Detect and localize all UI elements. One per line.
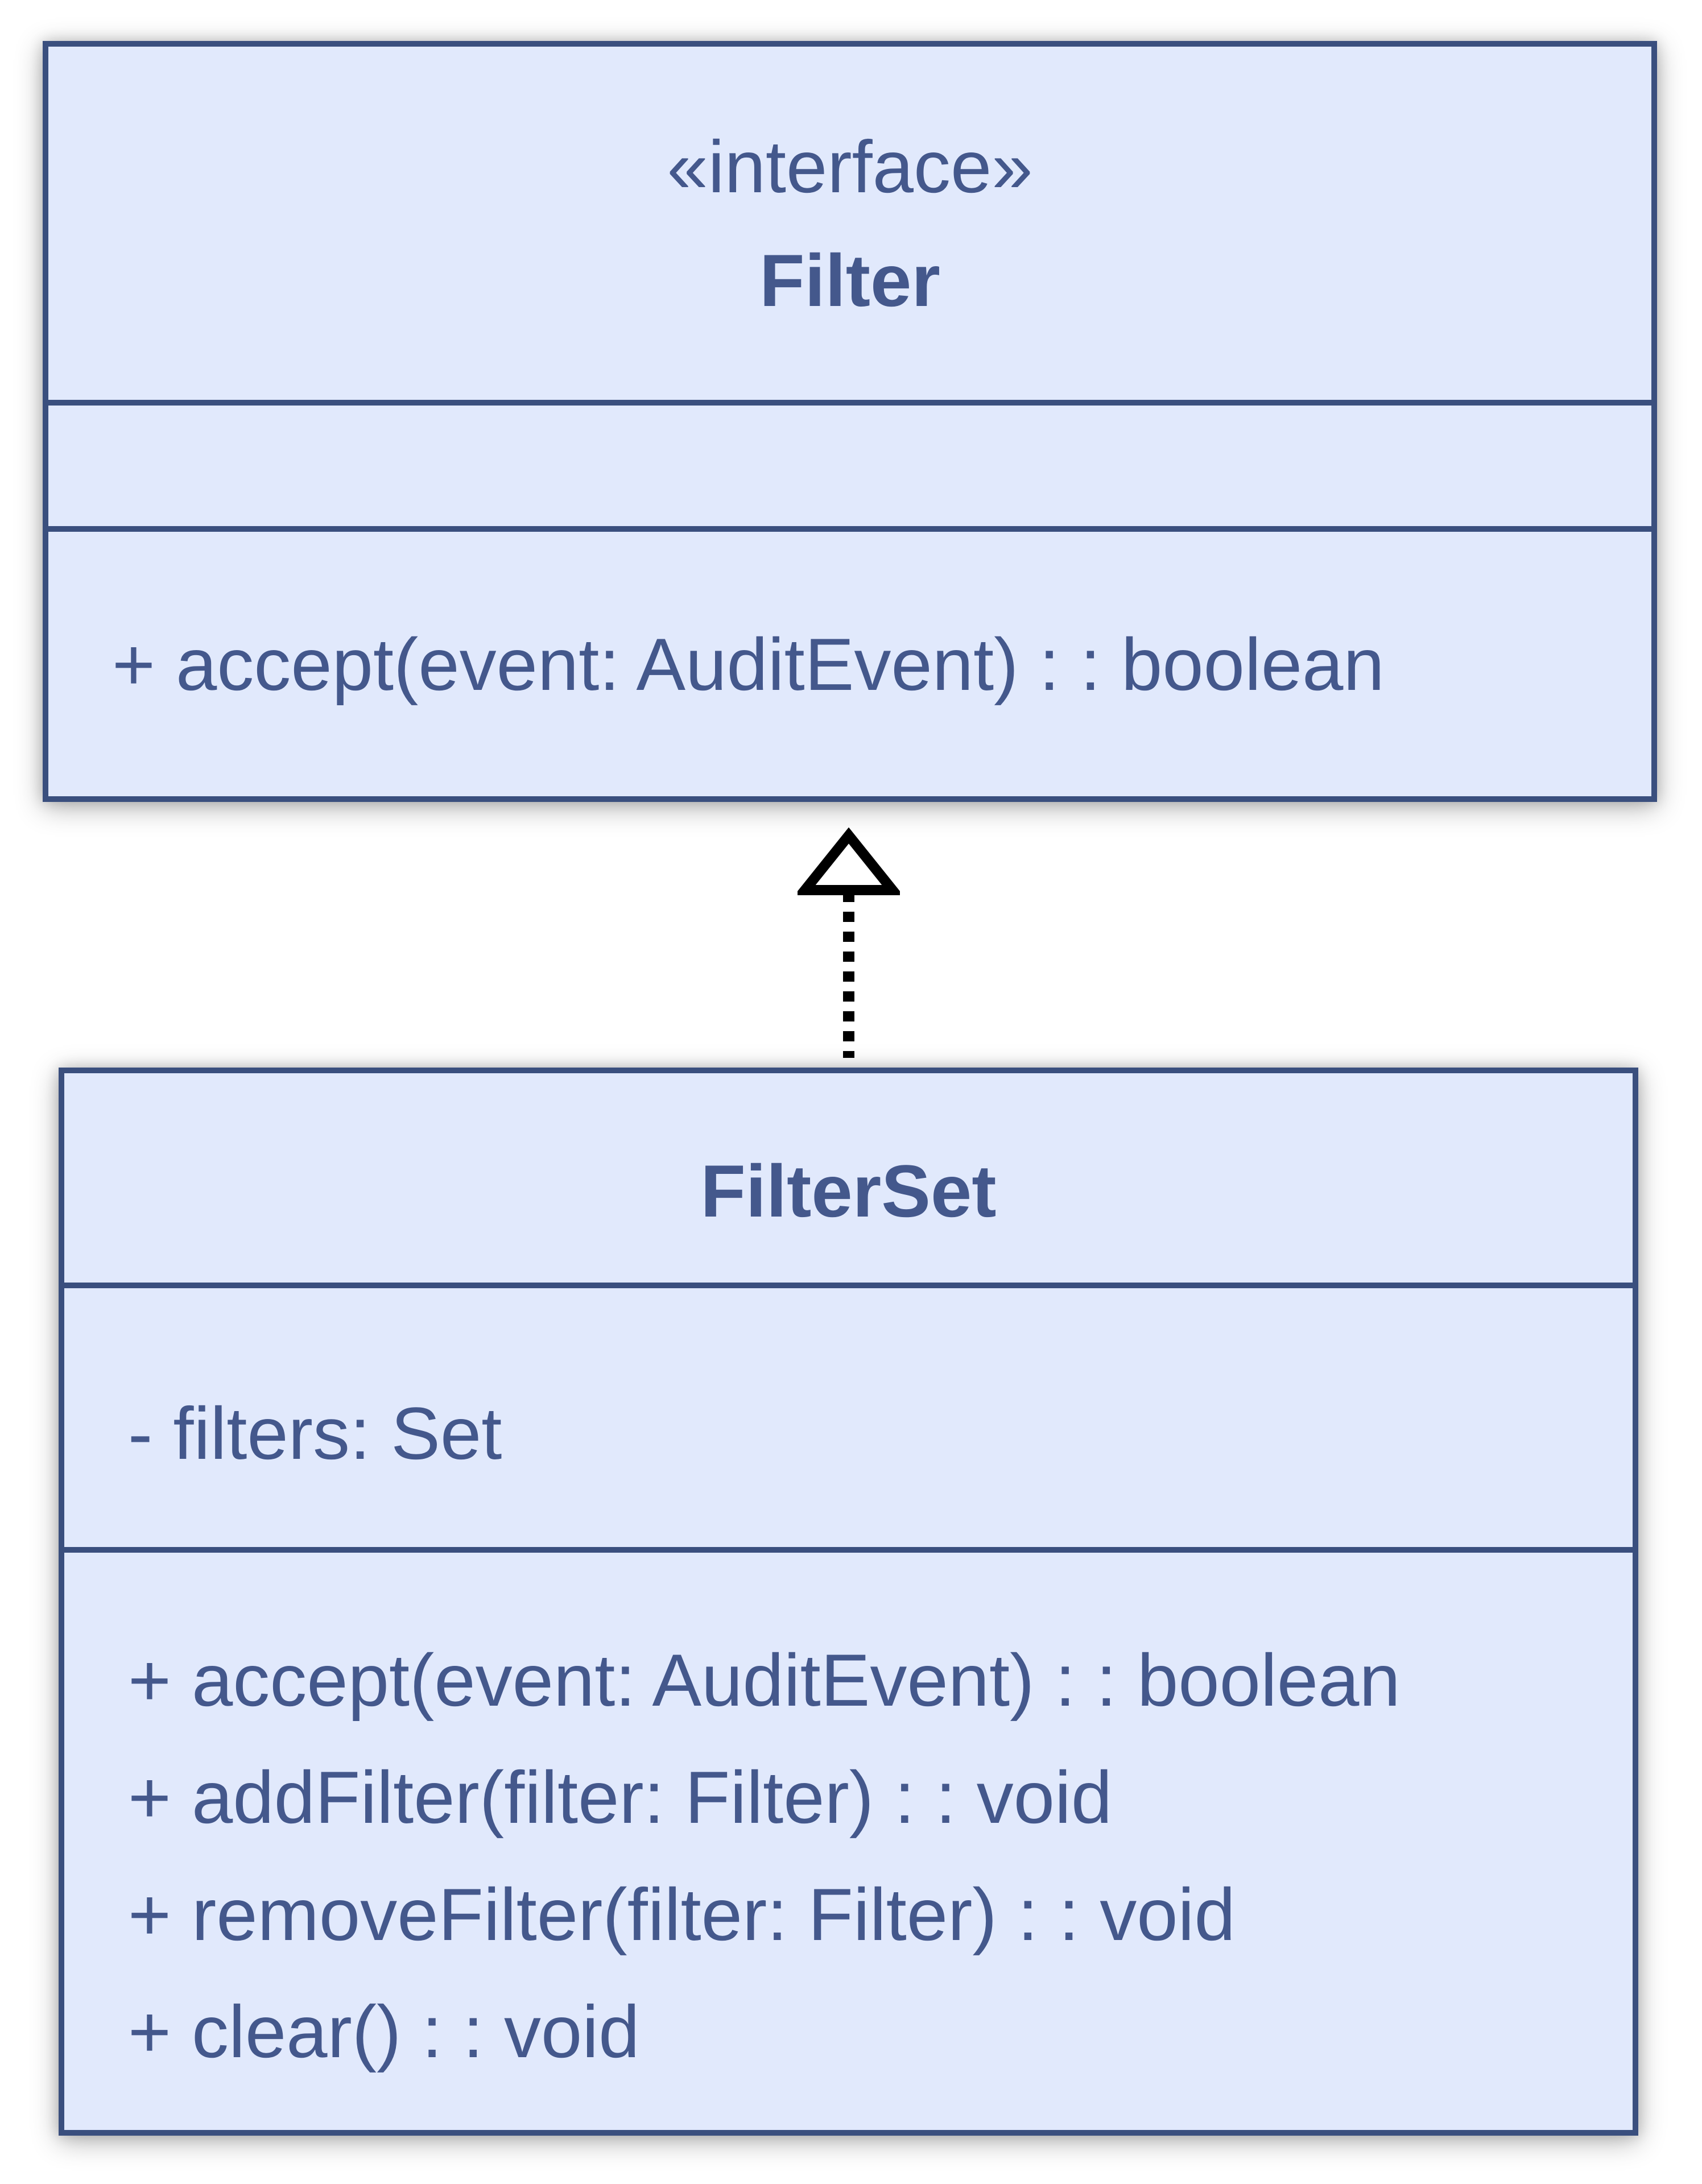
filter-title-compartment: «interface» Filter [48, 47, 1651, 400]
filterset-attributes-divider [64, 1283, 1633, 1288]
filter-methods-compartment: + accept(event: AuditEvent) : : boolean [48, 532, 1651, 796]
filter-stereotype-label: «interface» [667, 125, 1033, 208]
filter-attributes-divider [48, 400, 1651, 406]
class-box-filter: «interface» Filter + accept(event: Audit… [43, 41, 1657, 802]
filter-method-accept: + accept(event: AuditEvent) : : boolean [112, 622, 1385, 706]
filterset-title-compartment: FilterSet [64, 1073, 1633, 1283]
filterset-methods-divider [64, 1547, 1633, 1553]
filterset-class-name: FilterSet [700, 1149, 997, 1232]
filterset-attribute-filters: - filters: Set [128, 1392, 502, 1475]
filterset-method-addfilter: + addFilter(filter: Filter) : : void [128, 1755, 1113, 1839]
filterset-method-removefilter: + removeFilter(filter: Filter) : : void [128, 1872, 1236, 1956]
filterset-method-clear: + clear() : : void [128, 1989, 640, 2073]
filter-class-name: Filter [759, 238, 940, 322]
filterset-attributes-compartment: - filters: Set [64, 1288, 1633, 1547]
class-box-filterset: FilterSet - filters: Set + accept(event:… [59, 1068, 1638, 2136]
filterset-methods-compartment: + accept(event: AuditEvent) : : boolean … [64, 1553, 1633, 2130]
filter-attributes-compartment [48, 406, 1651, 526]
hollow-triangle-arrowhead-icon [798, 828, 900, 895]
filterset-method-accept: + accept(event: AuditEvent) : : boolean [128, 1638, 1401, 1722]
realization-arrow [798, 828, 900, 1058]
filter-methods-divider [48, 526, 1651, 532]
